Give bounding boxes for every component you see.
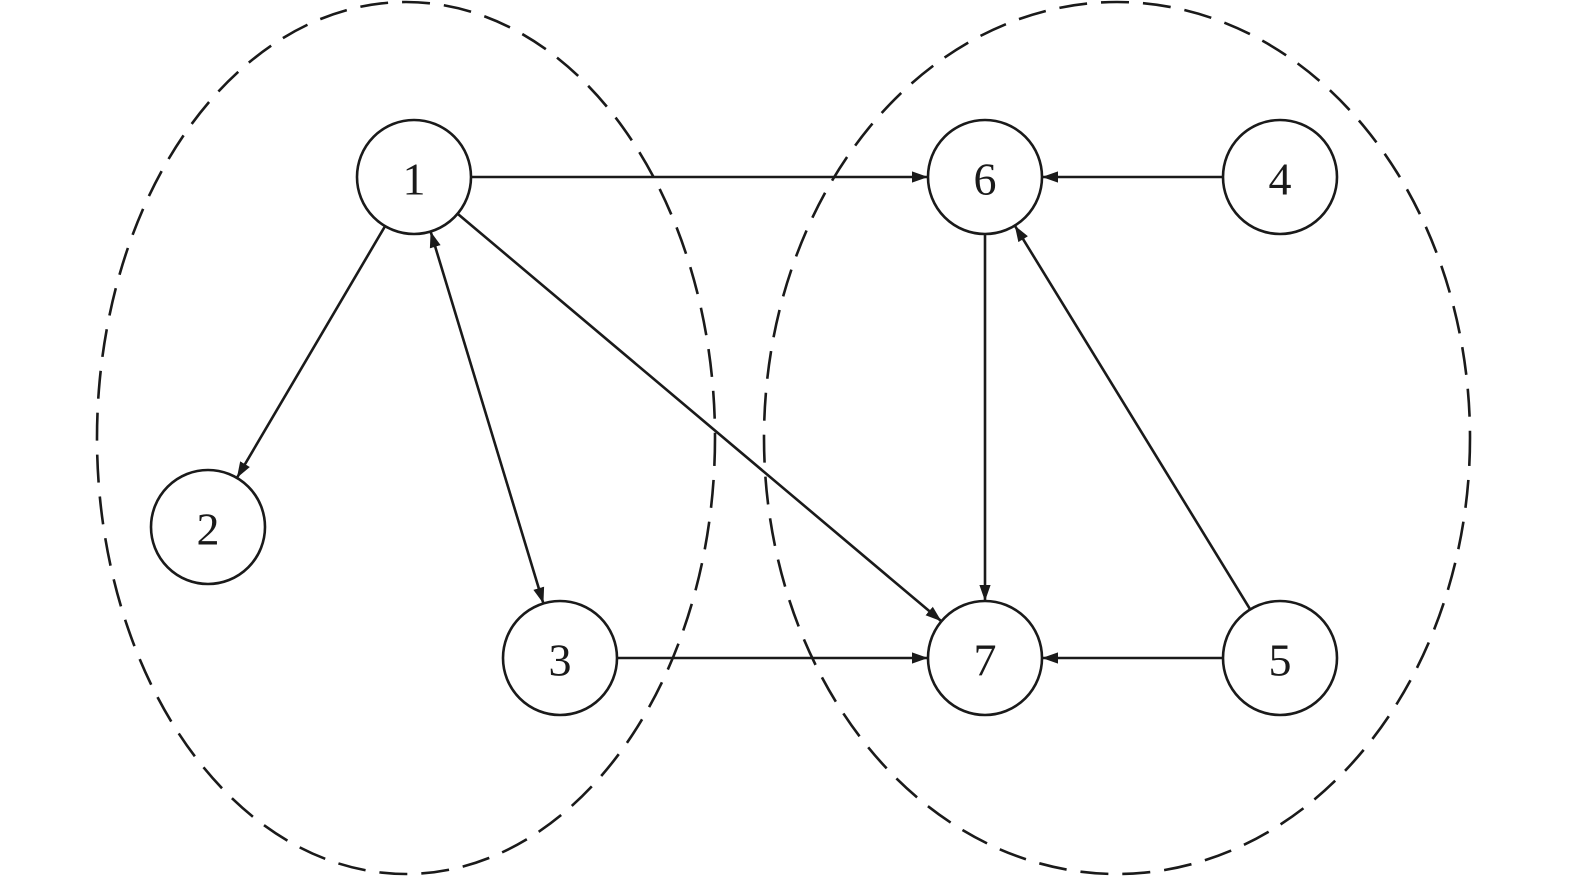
node-circle [149,468,267,586]
node-label: 2 [197,504,220,555]
node-label: 7 [974,635,997,686]
node-label: 4 [1269,154,1292,205]
clusters-layer [95,0,1472,876]
edges-layer [235,171,1252,664]
edge-1-to-3 [429,231,545,604]
node-label: 6 [974,154,997,205]
edge-1-to-2 [235,225,387,479]
cluster-right [762,0,1472,876]
node-circle [1221,118,1339,236]
node-3: 3 [501,599,619,717]
node-label: 3 [549,635,572,686]
nodes-layer: 1 2 3 4 5 6 7 [149,118,1339,717]
node-label: 1 [403,154,426,205]
node-circle [501,599,619,717]
node-5: 5 [1221,599,1339,717]
node-circle [355,118,473,236]
node-6: 6 [926,118,1044,236]
edge-1-to-7 [456,212,943,623]
cluster-left [95,0,717,876]
node-4: 4 [1221,118,1339,236]
node-circle [926,599,1044,717]
node-1: 1 [355,118,473,236]
edge-5-to-6 [1013,224,1252,611]
node-2: 2 [149,468,267,586]
node-7: 7 [926,599,1044,717]
node-circle [1221,599,1339,717]
node-circle [926,118,1044,236]
node-label: 5 [1269,635,1292,686]
